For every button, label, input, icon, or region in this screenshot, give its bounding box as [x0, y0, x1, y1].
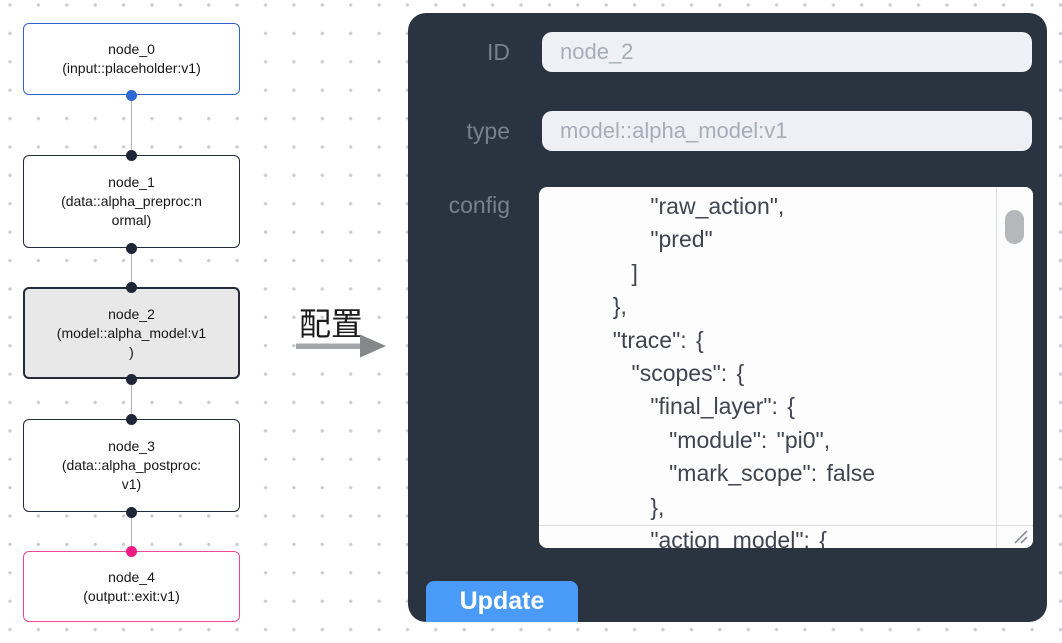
type-input[interactable]: [542, 111, 1032, 151]
node-type-label: (output::exit:v1): [83, 587, 180, 604]
node-title: node_1: [108, 174, 155, 190]
edge-node2-node3: [130, 379, 132, 419]
flow-node-node_3[interactable]: node_3 (data::alpha_postproc: v1): [23, 419, 240, 512]
node-type-label: (input::placeholder:v1): [62, 60, 201, 76]
handle-node_4-target[interactable]: [126, 545, 137, 557]
node-title: node_2: [108, 305, 155, 322]
handle-node_0-source[interactable]: [126, 89, 137, 101]
node-title: node_0: [108, 41, 155, 57]
flow-node-node_4[interactable]: node_4 (output::exit:v1): [23, 551, 240, 622]
node-type-label: (model::alpha_model:v1: [56, 324, 207, 341]
flow-node-node_1[interactable]: node_1 (data::alpha_preproc:n ormal): [23, 155, 240, 248]
node-type-label: (data::alpha_preproc:n: [61, 193, 202, 209]
node-config-panel: ID type config "raw_action", "pred" ] },…: [408, 13, 1047, 622]
update-button[interactable]: Update: [426, 581, 578, 622]
handle-node_2-source[interactable]: [126, 373, 137, 385]
node-title: node_3: [108, 438, 155, 454]
edge-node3-node4: [130, 512, 132, 551]
flow-node-node_0[interactable]: node_0 (input::placeholder:v1): [23, 23, 240, 95]
node-type-label: v1): [121, 476, 142, 492]
node-type-label: ): [129, 343, 134, 360]
config-textarea[interactable]: "raw_action", "pred" ] }, "trace": { "sc…: [539, 187, 1033, 548]
edge-node0-node1: [130, 95, 132, 155]
configure-annotation-label: 配置: [298, 306, 363, 342]
handle-node_3-source[interactable]: [126, 506, 137, 518]
type-field-label: type: [466, 118, 510, 144]
flow-node-node_2-selected[interactable]: node_2 (model::alpha_model:v1 ): [23, 287, 240, 379]
handle-node_2-target[interactable]: [126, 281, 137, 293]
config-field-label: config: [448, 192, 510, 218]
textarea-resize-grip-icon[interactable]: [1011, 529, 1029, 545]
config-scrollbar[interactable]: [996, 187, 1033, 548]
handle-node_3-target[interactable]: [126, 413, 137, 425]
handle-node_1-target[interactable]: [126, 149, 137, 161]
right-arrow-icon: [296, 334, 386, 358]
handle-node_1-source[interactable]: [126, 242, 137, 254]
id-input[interactable]: [542, 32, 1032, 72]
config-json-text: "raw_action", "pred" ] }, "trace": { "sc…: [612, 193, 876, 548]
id-field-label: ID: [487, 39, 510, 65]
node-type-label: ormal): [111, 212, 152, 228]
node-title: node_4: [108, 568, 155, 585]
scrollbar-corner-divider: [539, 525, 1033, 526]
edge-node1-node2: [130, 248, 132, 287]
node-type-label: (data::alpha_postproc:: [61, 457, 202, 473]
config-scrollbar-thumb[interactable]: [1005, 210, 1024, 244]
